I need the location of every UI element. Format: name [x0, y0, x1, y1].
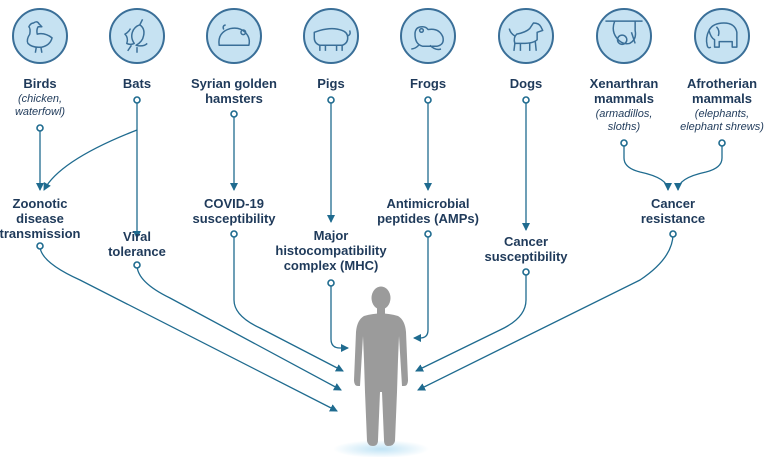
trait-cancer-susc-1: Cancer: [503, 234, 549, 249]
arrow-mhc-human: [330, 283, 349, 352]
label-birds: Birds: [23, 76, 57, 91]
node-amp: [424, 230, 432, 238]
label-hamsters-2: hamsters: [205, 91, 263, 106]
node-birds: [36, 124, 44, 132]
arrow-viral-human: [136, 264, 342, 391]
label-xenarthran-2: mammals: [594, 91, 654, 106]
label-bats: Bats: [122, 76, 152, 91]
label-frogs: Frogs: [409, 76, 447, 91]
sub-birds-1: (chicken,: [17, 93, 63, 105]
pig-icon: [303, 8, 359, 64]
sub-xenarthran-2: sloths): [607, 121, 641, 133]
node-mhc: [327, 279, 335, 287]
trait-cancer-resist-1: Cancer: [650, 196, 696, 211]
node-covid: [230, 230, 238, 238]
node-frogs: [424, 96, 432, 104]
arrow-covid-human: [233, 234, 344, 372]
node-pigs: [327, 96, 335, 104]
node-dogs: [522, 96, 530, 104]
arrow-bats-zoonotic: [43, 129, 138, 191]
node-zoonotic: [36, 242, 44, 250]
trait-covid-1: COVID-19: [204, 196, 264, 211]
arrow-xenarthran-cancer: [623, 143, 672, 191]
label-pigs: Pigs: [317, 76, 345, 91]
trait-covid-2: susceptibility: [192, 211, 276, 226]
label-afrotherian-2: mammals: [692, 91, 752, 106]
frog-icon: [400, 8, 456, 64]
trait-viral-1: Viral: [123, 229, 151, 244]
sub-afrotherian-1: (elephants,: [694, 108, 750, 120]
human-silhouette-icon: [354, 286, 408, 446]
sub-birds-2: waterfowl): [14, 106, 66, 118]
node-viral: [133, 261, 141, 269]
trait-amp-1: Antimicrobial: [386, 196, 470, 211]
node-cancer-resist: [669, 230, 677, 238]
arrow-amp-human: [413, 234, 429, 342]
trait-viral-2: tolerance: [108, 244, 166, 259]
label-hamsters-1: Syrian golden: [191, 76, 277, 91]
node-afrotherian: [718, 139, 726, 147]
arrow-cancer-resist-human: [417, 233, 674, 391]
sloth-icon: [596, 8, 652, 64]
sub-xenarthran-1: (armadillos,: [595, 108, 653, 120]
human-glow: [333, 440, 429, 457]
trait-zoonotic-1: Zoonotic: [12, 196, 68, 211]
trait-amp-2: peptides (AMPs): [377, 211, 479, 226]
arrow-afrotherian-cancer: [674, 143, 723, 191]
trait-zoonotic-2: disease: [16, 211, 64, 226]
trait-mhc-1: Major: [313, 228, 349, 243]
dog-icon: [498, 8, 554, 64]
trait-cancer-resist-2: resistance: [640, 211, 706, 226]
node-hamsters: [230, 110, 238, 118]
trait-cancer-susc-2: susceptibility: [484, 249, 568, 264]
bat-icon: [109, 8, 165, 64]
bird-icon: [12, 8, 68, 64]
trait-zoonotic-3: transmission: [0, 226, 81, 241]
arrow-dogs-cancer-human: [415, 272, 527, 372]
node-xenarthran: [620, 139, 628, 147]
trait-mhc-3: complex (MHC): [283, 258, 379, 273]
elephant-icon: [694, 8, 750, 64]
sub-afrotherian-2: elephant shrews): [680, 121, 764, 133]
node-cancer-susc: [522, 268, 530, 276]
label-dogs: Dogs: [509, 76, 543, 91]
node-bats: [133, 96, 141, 104]
hamster-icon: [206, 8, 262, 64]
label-afrotherian-1: Afrotherian: [686, 76, 758, 91]
label-xenarthran-1: Xenarthran: [589, 76, 659, 91]
trait-mhc-2: histocompatibility: [275, 243, 387, 258]
